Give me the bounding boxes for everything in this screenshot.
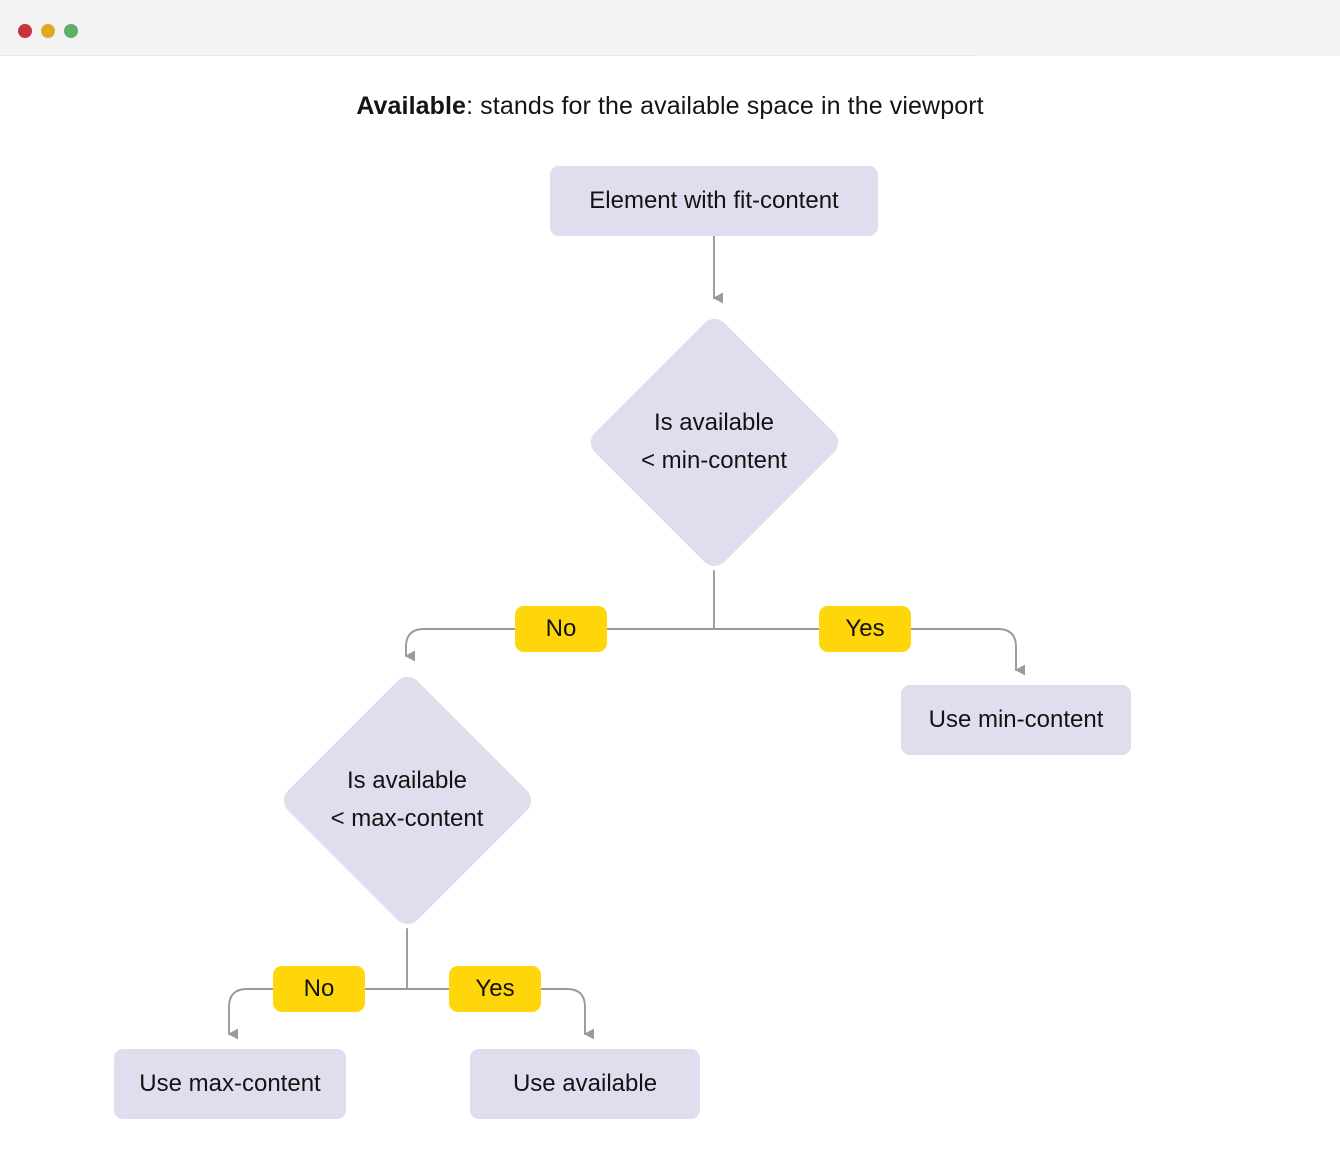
node-use-min-content[interactable]: Use min-content [901, 685, 1131, 755]
diamond-label-line1: Is available [346, 766, 468, 794]
edge-label-text: No [303, 974, 335, 1002]
edge-label-min-yes[interactable]: Yes [819, 606, 911, 652]
edge-label-text: No [545, 614, 577, 642]
node-element-with-fit-content[interactable]: Element with fit-content [550, 166, 878, 236]
caption-emphasis: Available [356, 92, 467, 120]
node-label: Use max-content [139, 1069, 321, 1097]
diamond-label-group: Is available < min-content [585, 313, 843, 571]
edge-label-text: Yes [845, 614, 885, 642]
node-label: Element with fit-content [589, 186, 839, 214]
caption-rest: : stands for the available space in the … [466, 92, 984, 120]
diamond-label-line2: < min-content [640, 447, 788, 474]
edge-label-max-no[interactable]: No [273, 966, 365, 1012]
node-use-available[interactable]: Use available [470, 1049, 700, 1119]
node-decision-is-available-lt-max-content[interactable]: Is available < max-content [277, 670, 537, 930]
node-label: Use available [512, 1069, 658, 1097]
node-use-max-content[interactable]: Use max-content [114, 1049, 346, 1119]
diamond-label-group: Is available < max-content [278, 671, 536, 929]
diagram-caption: Available: stands for the available spac… [0, 92, 1340, 121]
diamond-label-line2: < max-content [330, 805, 484, 832]
maximize-window-icon[interactable] [64, 24, 78, 38]
node-label: Use min-content [928, 705, 1104, 733]
window-titlebar [0, 0, 1340, 56]
diamond-label-line1: Is available [653, 408, 775, 436]
node-decision-is-available-lt-min-content[interactable]: Is available < min-content [584, 312, 844, 572]
close-window-icon[interactable] [18, 24, 32, 38]
minimize-window-icon[interactable] [41, 24, 55, 38]
edge-label-min-no[interactable]: No [515, 606, 607, 652]
edge-label-max-yes[interactable]: Yes [449, 966, 541, 1012]
edge-label-text: Yes [475, 974, 515, 1002]
diagram-canvas: Available: stands for the available spac… [0, 56, 1340, 1158]
